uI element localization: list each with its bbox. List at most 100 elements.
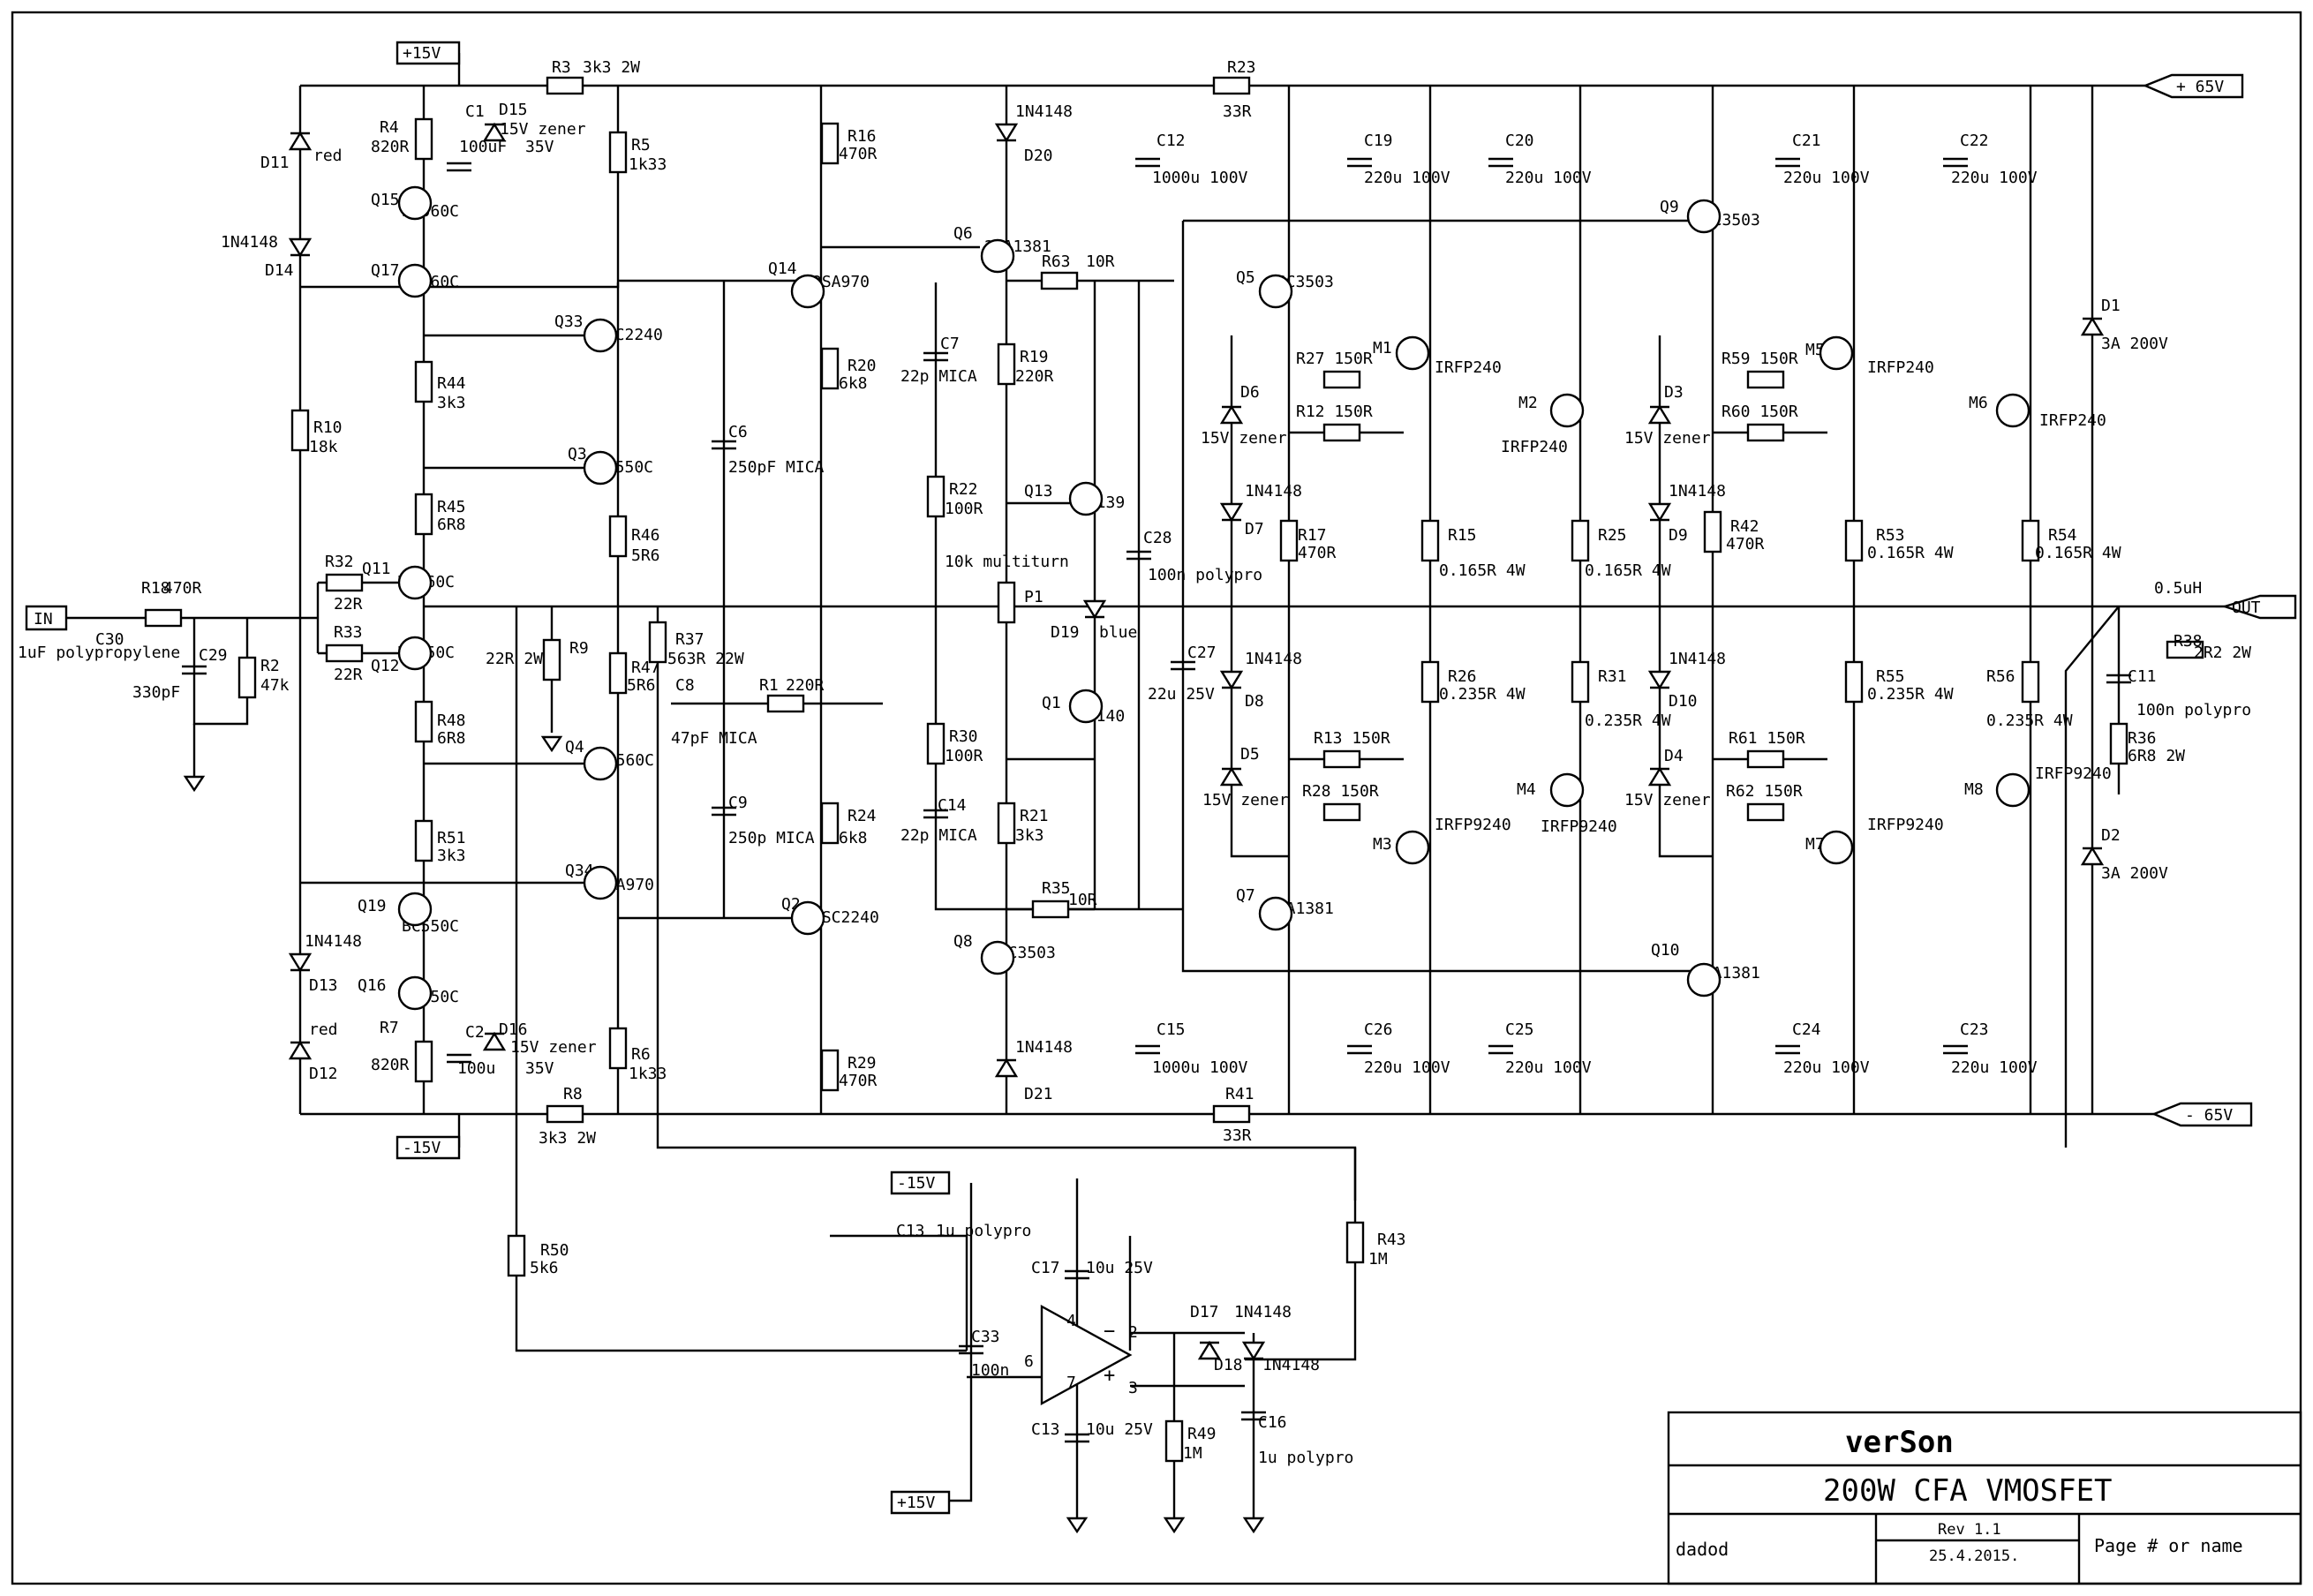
label-c13t: C13: [896, 1222, 925, 1240]
label-c20: C20: [1505, 132, 1534, 150]
zener-d4: [1647, 766, 1672, 787]
label-d21: D21: [1024, 1085, 1053, 1103]
label-r36v: 6R8 2W: [2128, 747, 2185, 765]
ground-servo-1: [1066, 1517, 1089, 1534]
port-neg65: - 65V: [2185, 1106, 2233, 1125]
ground-servo-3: [1242, 1517, 1265, 1534]
label-c25v: 220u 100V: [1505, 1058, 1592, 1077]
label-q17: Q17: [371, 261, 400, 280]
label-q3: Q3: [568, 445, 587, 463]
label-m8v: IRFP9240: [2035, 764, 2112, 783]
label-r46v: 5R6: [631, 546, 660, 565]
label-p1t: 10k multiturn: [945, 553, 1069, 571]
label-d20: D20: [1024, 147, 1053, 165]
led-d19: [1082, 599, 1107, 620]
resistor-r31: [1571, 660, 1590, 704]
label-q9: Q9: [1660, 198, 1679, 216]
label-d16v: 15V zener: [510, 1038, 597, 1057]
label-r10: R10: [313, 418, 343, 437]
resistor-r42: [1703, 510, 1722, 553]
label-r4: R4: [380, 118, 399, 137]
label-r56v: 0.235R 4W: [1986, 711, 2073, 730]
label-r22v: 100R: [945, 500, 983, 518]
diode-d13: [288, 952, 313, 973]
label-r48: R48: [437, 711, 466, 730]
title-block: verSon 200W CFA VMOSFET dadod Rev 1.1 25…: [1667, 1411, 2302, 1585]
diode-d7: [1219, 502, 1244, 523]
label-r17: R17: [1298, 526, 1327, 545]
label-d3: D3: [1664, 383, 1684, 402]
resistor-r48: [414, 700, 433, 743]
transistor-q4: [583, 746, 618, 781]
transistor-q15: [397, 185, 433, 221]
transistor-q34: [583, 865, 618, 900]
label-d9n: 1N4148: [1669, 482, 1726, 501]
label-c23v: 220u 100V: [1951, 1058, 2038, 1077]
label-pin4: 4: [1066, 1312, 1076, 1330]
resistor-r47: [608, 651, 628, 695]
servo-opamp: [1040, 1304, 1133, 1406]
label-r63: R63: [1042, 252, 1071, 271]
resistor-r2: [237, 656, 257, 699]
label-r45v: 6R8: [437, 516, 466, 534]
diode-d18: [1241, 1341, 1266, 1361]
label-r43v: 1M: [1368, 1250, 1388, 1269]
label-r3v: 3k3 2W: [583, 58, 640, 77]
label-c22: C22: [1960, 132, 1989, 150]
resistor-r43: [1345, 1221, 1365, 1264]
label-c16v: 1u polypro: [1258, 1449, 1353, 1467]
label-r3: R3: [552, 58, 571, 77]
label-d16: D16: [499, 1020, 528, 1039]
zener-d6: [1219, 404, 1244, 425]
label-c27v: 22u 25V: [1148, 685, 1215, 704]
transistor-q11: [397, 565, 433, 600]
label-c7v: 22p MICA: [900, 367, 977, 386]
resistor-r25: [1571, 519, 1590, 562]
label-r54: R54: [2048, 526, 2077, 545]
label-r30: R30: [949, 727, 978, 746]
label-c17v: 10u 25V: [1086, 1259, 1153, 1277]
diode-d12: [288, 1040, 313, 1060]
port-neg15b: -15V: [897, 1174, 936, 1193]
resistor-r54: [2021, 519, 2040, 562]
resistor-r21: [997, 802, 1016, 845]
resistor-r13: [1322, 749, 1361, 769]
label-d7n: 1N4148: [1245, 482, 1302, 501]
resistor-r37: [648, 621, 667, 664]
resistor-r4: [414, 117, 433, 161]
diode-d14: [288, 237, 313, 258]
resistor-r5: [608, 131, 628, 174]
label-r2: R2: [260, 657, 280, 675]
label-d8: D8: [1245, 692, 1264, 711]
label-d10: D10: [1669, 692, 1698, 711]
label-d2: D2: [2101, 826, 2121, 845]
label-c12v: 1000u 100V: [1152, 169, 1248, 187]
label-c7: C7: [940, 335, 960, 353]
diode-d11: [288, 131, 313, 151]
label-r47v: 5R6: [627, 676, 656, 695]
diode-d1: [2080, 316, 2105, 336]
label-r16: R16: [848, 127, 877, 146]
port-pos15b-box: [890, 1490, 951, 1515]
label-r49v: 1M: [1183, 1444, 1202, 1463]
label-m1: M1: [1373, 339, 1392, 358]
resistor-r55: [1844, 660, 1864, 704]
label-r8: R8: [563, 1085, 583, 1103]
label-r44: R44: [437, 374, 466, 393]
label-r51: R51: [437, 829, 466, 847]
label-r4v: 820R: [371, 138, 410, 156]
label-r44v: 3k3: [437, 394, 466, 412]
label-d17: D17: [1190, 1303, 1219, 1321]
label-m8: M8: [1964, 780, 1984, 799]
label-c16: C16: [1258, 1413, 1287, 1432]
resistor-r24: [820, 802, 840, 845]
components: − +: [25, 41, 2297, 1534]
diode-d2: [2080, 846, 2105, 866]
label-r45: R45: [437, 498, 466, 516]
port-neg15: -15V: [403, 1139, 441, 1157]
label-c13bv: 10u 25V: [1086, 1420, 1153, 1439]
mosfet-m6: [1995, 393, 2030, 428]
label-r54v: 0.165R 4W: [2035, 544, 2121, 562]
label-q13: Q13: [1024, 482, 1053, 501]
